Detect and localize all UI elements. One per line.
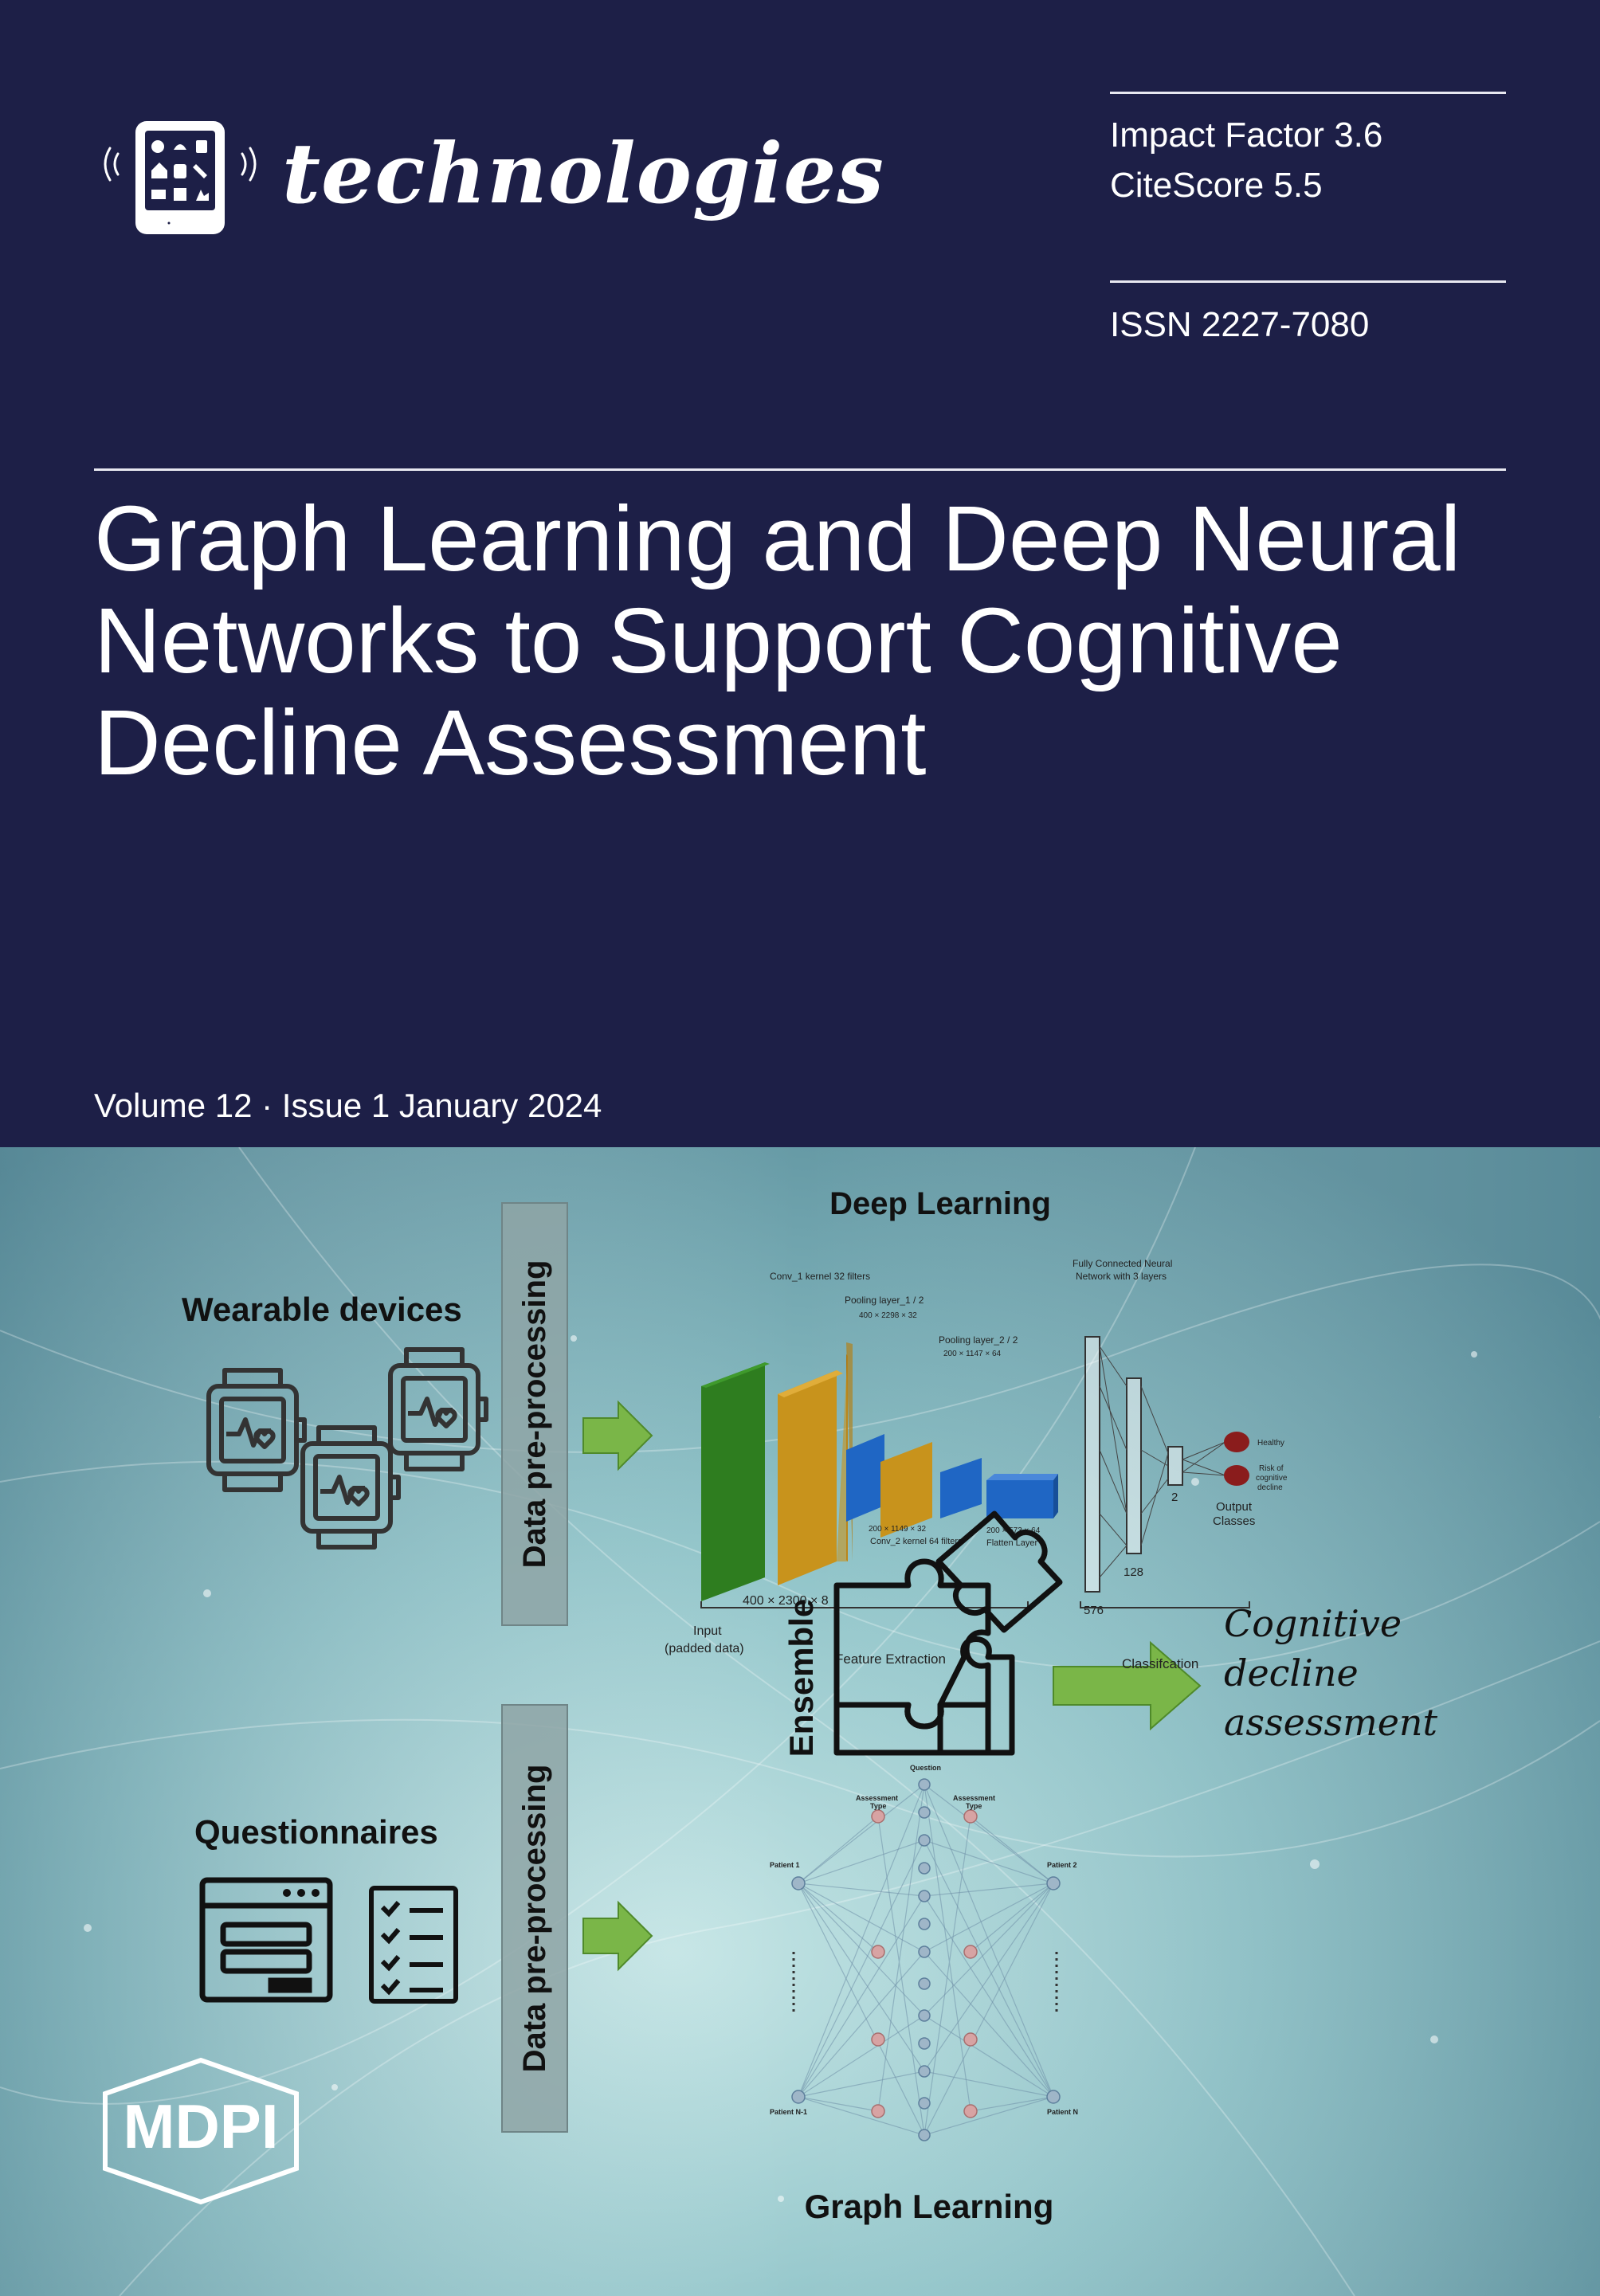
outcome-line: decline xyxy=(1224,1651,1359,1695)
cnn-label: Input xyxy=(693,1624,722,1638)
cover-header: technologies Impact Factor 3.6 CiteScore… xyxy=(0,0,1600,1147)
arrow-icon xyxy=(1053,1640,1202,1731)
cnn-label: cognitive xyxy=(1256,1474,1288,1483)
form-window-icon xyxy=(199,1877,333,2003)
checklist-icon xyxy=(369,1886,458,2004)
cnn-label: 400 × 2300 × 8 xyxy=(743,1594,829,1608)
cnn-label: decline xyxy=(1257,1483,1283,1492)
title-line: Graph Learning and Deep Neural xyxy=(94,487,1461,590)
preprocessing-label-top: Data pre-processing xyxy=(517,1260,552,1569)
cnn-diagram xyxy=(700,1336,1250,1608)
journal-name: technologies xyxy=(282,124,884,222)
cnn-label: (padded data) xyxy=(665,1642,744,1655)
cnn-label: Classifcation xyxy=(1122,1656,1198,1671)
arrow-icon xyxy=(582,1900,653,1972)
preprocessing-bar-top xyxy=(501,1202,568,1626)
graph-label: Patient 2 xyxy=(1047,1861,1077,1869)
tablet-icon xyxy=(104,121,257,234)
cnn-label: Healthy xyxy=(1257,1439,1284,1448)
cnn-label: 400 × 2298 × 32 xyxy=(859,1311,917,1320)
cnn-label: Feature Extraction xyxy=(835,1651,946,1667)
graph-label: Patient 1 xyxy=(770,1861,800,1869)
cnn-label: 2 xyxy=(1171,1491,1178,1504)
graph-network xyxy=(791,1778,1061,2141)
cnn-label: Output xyxy=(1216,1500,1253,1514)
cnn-label: Conv_1 kernel 32 filters xyxy=(770,1271,870,1282)
smartwatch-icon xyxy=(206,1347,488,1550)
impact-factor: Impact Factor 3.6 xyxy=(1110,116,1383,155)
graph-label: Assessment xyxy=(953,1794,995,1802)
title-line: Networks to Support Cognitive xyxy=(94,589,1343,692)
outcome-line: Cognitive xyxy=(1224,1602,1402,1645)
metrics-middle-rule xyxy=(1110,280,1506,283)
title-rule xyxy=(94,468,1506,471)
cnn-label: Conv_2 kernel 64 filters xyxy=(870,1537,963,1546)
cnn-label: Fully Connected Neural xyxy=(1073,1258,1172,1269)
deep-learning-label: Deep Learning xyxy=(829,1186,1051,1221)
graph-label: Patient N xyxy=(1047,2108,1078,2116)
arrow-icon xyxy=(582,1400,653,1471)
volume-issue: Volume 12 · Issue 1 January 2024 xyxy=(94,1087,602,1124)
cnn-label: Pooling layer_1 / 2 xyxy=(845,1295,924,1306)
ensemble-label: Ensemble xyxy=(782,1599,820,1757)
cnn-label: Flatten Layer xyxy=(986,1538,1038,1548)
cnn-label: 200 × 573 × 64 xyxy=(986,1526,1041,1535)
cnn-label: 200 × 1147 × 64 xyxy=(943,1350,1002,1358)
journal-logo: technologies xyxy=(100,118,884,245)
cnn-label: Network with 3 layers xyxy=(1076,1271,1167,1282)
questionnaires-label: Questionnaires xyxy=(194,1813,438,1851)
cnn-label: Pooling layer_2 / 2 xyxy=(939,1334,1018,1346)
cnn-label: 128 xyxy=(1124,1565,1143,1579)
graph-label: Type xyxy=(966,1802,982,1810)
article-title: Graph Learning and Deep Neural Networks … xyxy=(94,488,1528,793)
mdpi-logo: MDPI xyxy=(103,2057,299,2205)
graph-label: Assessment xyxy=(856,1794,898,1802)
citescore: CiteScore 5.5 xyxy=(1110,166,1323,205)
preprocessing-bar-bottom xyxy=(501,1704,568,2133)
title-line: Decline Assessment xyxy=(94,691,927,794)
mdpi-logo-text: MDPI xyxy=(124,2091,279,2161)
wearable-devices-label: Wearable devices xyxy=(182,1291,462,1328)
graph-learning-label: Graph Learning xyxy=(805,2188,1054,2225)
graph-label: Patient N-1 xyxy=(770,2108,807,2116)
outcome-line: assessment xyxy=(1224,1701,1438,1744)
graph-label: Type xyxy=(870,1802,886,1810)
cnn-label: Classes xyxy=(1213,1514,1255,1528)
metrics-top-rule xyxy=(1110,92,1506,94)
puzzle-icon xyxy=(833,1510,1063,1756)
issn: ISSN 2227-7080 xyxy=(1110,305,1370,344)
cnn-label: 200 × 1149 × 32 xyxy=(869,1525,927,1534)
preprocessing-label-bottom: Data pre-processing xyxy=(517,1765,552,2073)
cnn-label: 576 xyxy=(1084,1604,1104,1617)
cnn-label: Risk of xyxy=(1259,1464,1284,1473)
cover-artwork: Deep Learning Wearable devices xyxy=(0,1147,1600,2296)
graph-label: Question xyxy=(910,1764,941,1772)
